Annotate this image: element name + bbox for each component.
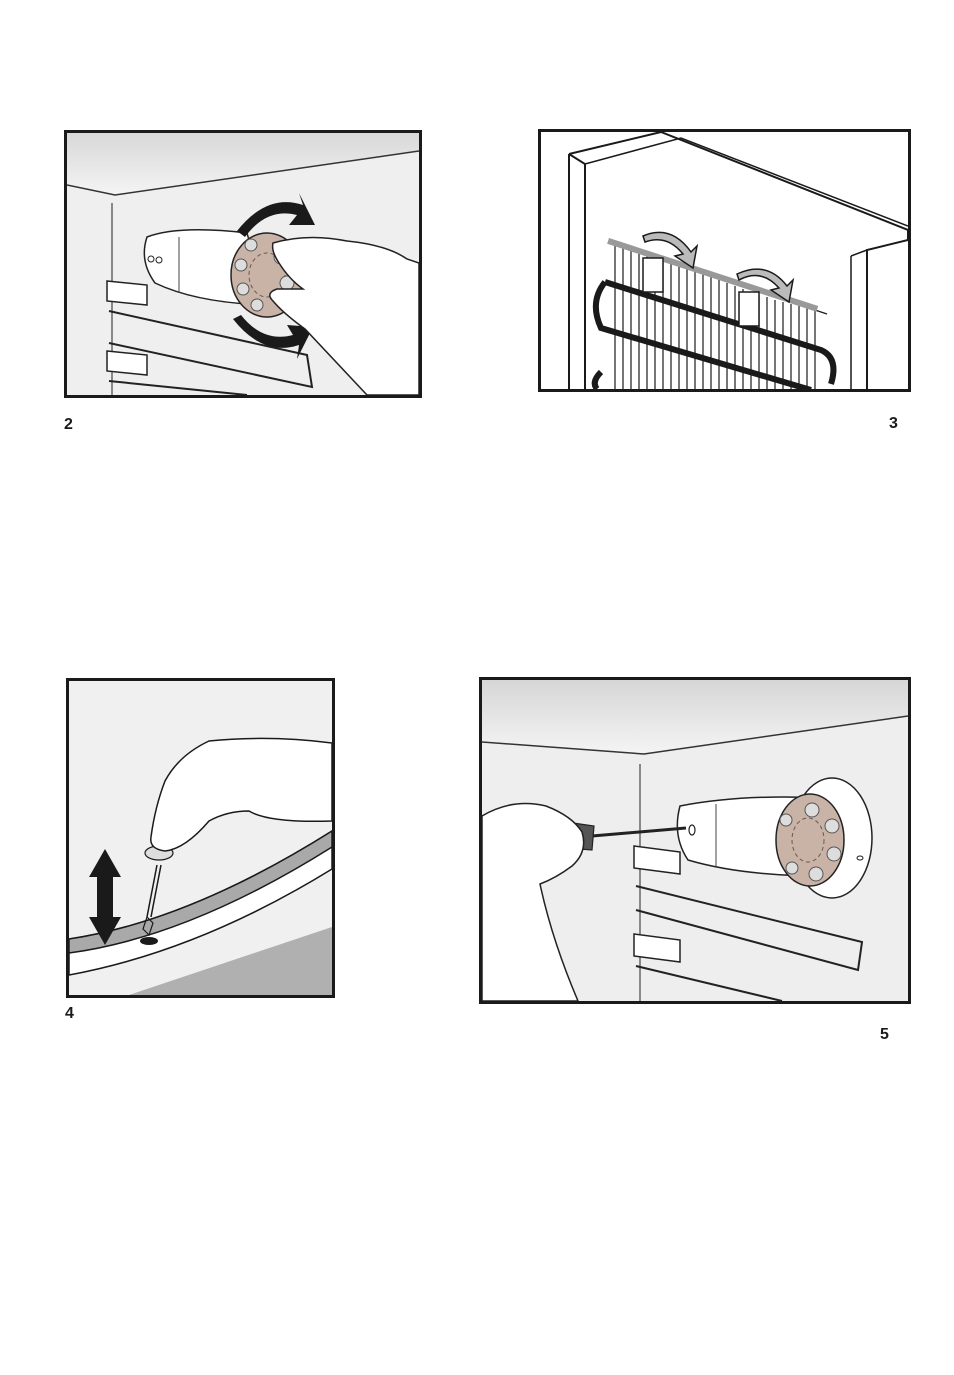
figure-number: 2 (64, 416, 73, 434)
figure-number: 4 (65, 1005, 74, 1023)
figure-number: 5 (880, 1026, 889, 1044)
drain-illustration (69, 681, 332, 995)
figure-3-illustration (538, 129, 911, 392)
evaporator-illustration (541, 132, 908, 389)
figure-number: 3 (889, 415, 898, 433)
thermostat-knob-illustration (67, 133, 419, 395)
screwdriver-illustration (482, 680, 908, 1001)
figure-2-illustration (64, 130, 422, 398)
clip (643, 258, 663, 292)
clip (739, 292, 759, 326)
figure-5-illustration (479, 677, 911, 1004)
figure-4-illustration (66, 678, 335, 998)
drain-hole (140, 937, 158, 945)
